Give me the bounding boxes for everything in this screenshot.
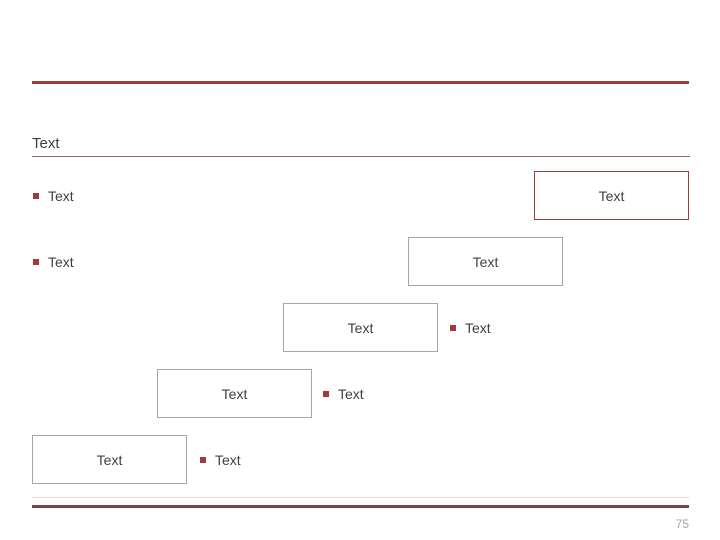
- page-number: 75: [675, 517, 689, 531]
- step-box-label: Text: [96, 451, 123, 468]
- bullet-square-icon: [200, 457, 206, 463]
- bullet-label: Text: [48, 188, 74, 204]
- top-accent-rule: [32, 81, 689, 84]
- step-box-label: Text: [347, 319, 374, 336]
- bullet-item-2: Text: [33, 253, 74, 271]
- bullet-label: Text: [215, 452, 241, 468]
- step-box-label: Text: [598, 187, 625, 204]
- step-box-3: Text: [283, 303, 438, 352]
- step-box-4: Text: [157, 369, 312, 418]
- bullet-square-icon: [450, 325, 456, 331]
- bullet-label: Text: [465, 320, 491, 336]
- footer-rule-light: [32, 497, 689, 498]
- step-box-2: Text: [408, 237, 563, 286]
- title-underline-rule: [32, 156, 690, 157]
- step-box-label: Text: [221, 385, 248, 402]
- bullet-label: Text: [338, 386, 364, 402]
- bullet-square-icon: [33, 193, 39, 199]
- bullet-item-4: Text: [323, 385, 364, 403]
- bullet-square-icon: [323, 391, 329, 397]
- bullet-item-1: Text: [33, 187, 74, 205]
- step-box-label: Text: [472, 253, 499, 270]
- bullet-item-3: Text: [450, 319, 491, 337]
- slide-title: Text: [32, 135, 60, 152]
- bullet-item-5: Text: [200, 451, 241, 469]
- bullet-label: Text: [48, 254, 74, 270]
- step-box-1: Text: [534, 171, 689, 220]
- step-box-5: Text: [32, 435, 187, 484]
- bullet-square-icon: [33, 259, 39, 265]
- footer-rule-dark: [32, 505, 689, 508]
